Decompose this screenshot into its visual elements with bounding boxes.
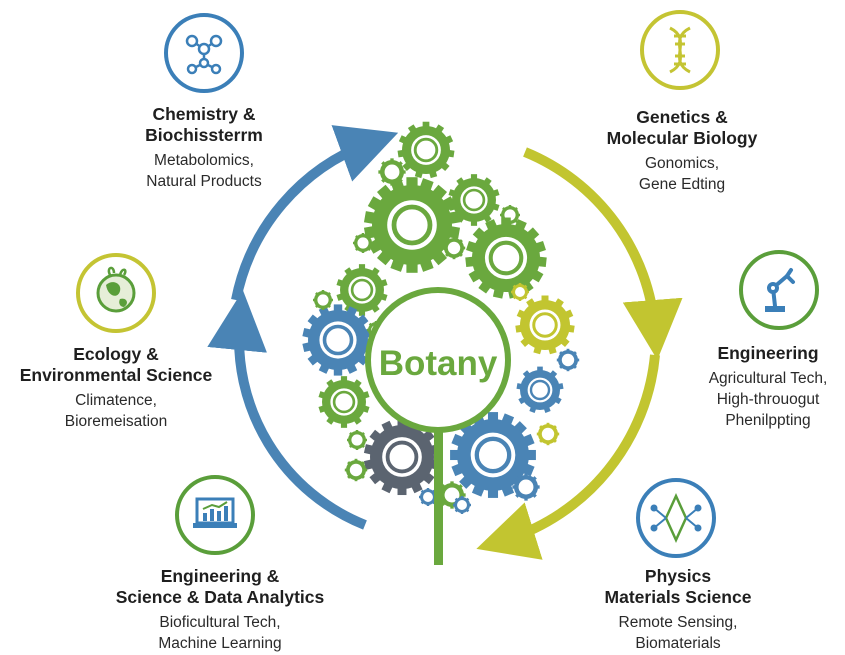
molecule-icon — [185, 34, 223, 75]
field-genetics: Genetics & Molecular Biology Gonomics, G… — [572, 107, 792, 195]
gear — [511, 283, 529, 301]
gear — [302, 304, 374, 376]
gear — [516, 366, 564, 413]
gear — [536, 422, 560, 446]
center-circle — [365, 287, 511, 433]
field-title: Chemistry & Biochissterrm — [145, 104, 263, 145]
gear — [336, 264, 388, 316]
engineering-icon-badge — [739, 250, 819, 330]
center-label: Botany — [379, 344, 498, 383]
field-title: Engineering — [717, 343, 819, 363]
field-physics: Physics Materials Science Remote Sensing… — [576, 566, 780, 654]
globe-plant-icon — [96, 266, 136, 313]
physics-icon-badge — [636, 478, 716, 558]
gear — [419, 488, 437, 506]
arrow-upper-left — [231, 125, 399, 301]
ecology-icon-badge — [76, 253, 156, 333]
gear — [448, 174, 500, 226]
gear — [465, 217, 547, 299]
leaf-stem — [434, 430, 443, 565]
field-subtitle: Metabolomics, Natural Products — [146, 152, 262, 190]
field-subtitle: Agricultural Tech, High-throuogut Phenil… — [708, 370, 828, 429]
dna-icon — [669, 26, 691, 74]
genetics-icon-badge — [640, 10, 720, 90]
data-analytics-icon-badge — [175, 475, 255, 555]
field-engineering: Engineering Agricultural Tech, High-thro… — [692, 343, 844, 431]
arrow-lower-right — [476, 354, 660, 560]
arrow-upper-right — [523, 147, 683, 360]
field-title: Genetics & Molecular Biology — [606, 107, 758, 148]
field-data-analytics: Engineering & Science & Data Analytics B… — [100, 566, 340, 654]
robotic-arm-icon — [765, 268, 795, 312]
field-subtitle: Climatence, Bioremeisation — [64, 392, 168, 430]
field-subtitle: Bioficultural Tech, Machine Learning — [158, 614, 282, 652]
gear — [453, 496, 471, 514]
gear — [353, 233, 373, 253]
gear — [344, 458, 368, 482]
gear — [450, 412, 536, 498]
chemistry-icon-badge — [164, 13, 244, 93]
field-ecology: Ecology & Environmental Science Climaten… — [0, 344, 232, 432]
gear — [515, 295, 575, 355]
gear — [397, 121, 455, 179]
diamond-network-icon — [650, 492, 702, 544]
gear — [512, 473, 540, 501]
gear — [556, 348, 580, 372]
field-subtitle: Remote Sensing, Biomaterials — [618, 614, 738, 652]
arrow-lower-left — [207, 290, 367, 530]
gear — [313, 290, 333, 310]
gear — [378, 158, 406, 186]
gear — [318, 376, 370, 428]
field-title: Engineering & Science & Data Analytics — [115, 566, 325, 607]
gear — [347, 430, 367, 450]
field-title: Ecology & Environmental Science — [19, 344, 213, 385]
gear — [442, 236, 466, 260]
gear — [363, 177, 461, 273]
field-title: Physics Materials Science — [604, 566, 752, 607]
field-chemistry: Chemistry & Biochissterrm Metabolomics, … — [104, 104, 304, 192]
field-subtitle: Gonomics, Gene Edting — [638, 155, 726, 193]
laptop-chart-icon — [193, 497, 237, 528]
